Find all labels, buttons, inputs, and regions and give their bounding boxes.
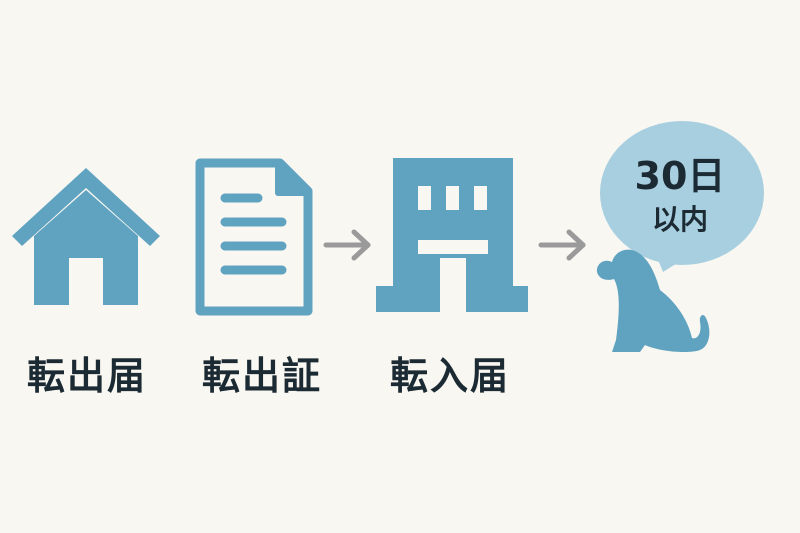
arrow-icon	[538, 229, 586, 261]
step-label-moving-in-notice: 転入届	[389, 354, 510, 398]
house-icon	[12, 168, 160, 305]
building-icon	[376, 158, 528, 312]
step-label-moving-out-notice: 転出届	[26, 354, 147, 398]
bubble-days: 30日	[634, 154, 726, 198]
step-label-moving-out-certificate: 転出証	[201, 354, 322, 398]
arrow-icon	[323, 229, 371, 261]
bubble-within: 以内	[651, 203, 708, 236]
speech-bubble	[600, 121, 764, 272]
dog-icon	[596, 249, 710, 353]
document-icon	[195, 158, 313, 316]
